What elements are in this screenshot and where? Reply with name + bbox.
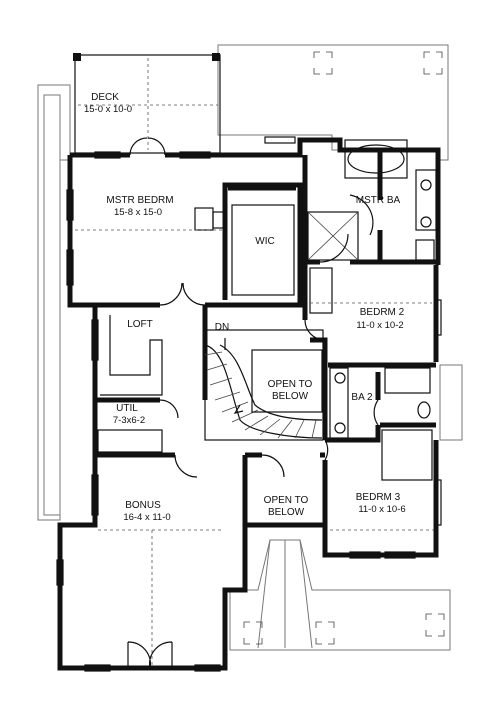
roof-outlines xyxy=(37,44,463,651)
util-size: 7-3x6-2 xyxy=(113,415,145,426)
bonus-size: 16-4 x 11-0 xyxy=(123,512,170,523)
room-labels: DECK 15-0 x 10-0 MSTR BEDRM 15-8 x 15-0 … xyxy=(84,92,406,523)
master-bedroom-label: MSTR BEDRM xyxy=(106,195,173,206)
fixtures xyxy=(56,136,442,672)
bedroom-2-label: BEDRM 2 xyxy=(360,307,405,318)
stair xyxy=(204,329,324,441)
stair-down-label: DN xyxy=(215,322,229,333)
open-to-below-1-line2: BELOW xyxy=(272,391,309,402)
master-bath-label: MSTR BA xyxy=(356,195,401,206)
bedroom-2-size: 11-0 x 10-2 xyxy=(356,320,403,331)
open-to-below-2-line2: BELOW xyxy=(268,507,305,518)
bedroom-3-size: 11-0 x 10-6 xyxy=(358,504,405,515)
util-label: UTIL xyxy=(116,403,138,414)
open-to-below-1-line1: OPEN TO xyxy=(268,379,313,390)
wic-label: WIC xyxy=(255,236,274,247)
loft-label: LOFT xyxy=(127,319,153,330)
master-bedroom-size: 15-8 x 15-0 xyxy=(114,207,162,218)
bonus-label: BONUS xyxy=(125,500,161,511)
bedroom-3-label: BEDRM 3 xyxy=(356,492,401,503)
open-to-below-2-line1: OPEN TO xyxy=(264,495,309,506)
deck-size: 15-0 x 10-0 xyxy=(84,104,132,115)
deck-structure xyxy=(73,53,221,154)
interior-walls xyxy=(70,150,438,525)
deck-label: DECK xyxy=(91,92,119,103)
bath-2-label: BA 2 xyxy=(351,392,373,403)
